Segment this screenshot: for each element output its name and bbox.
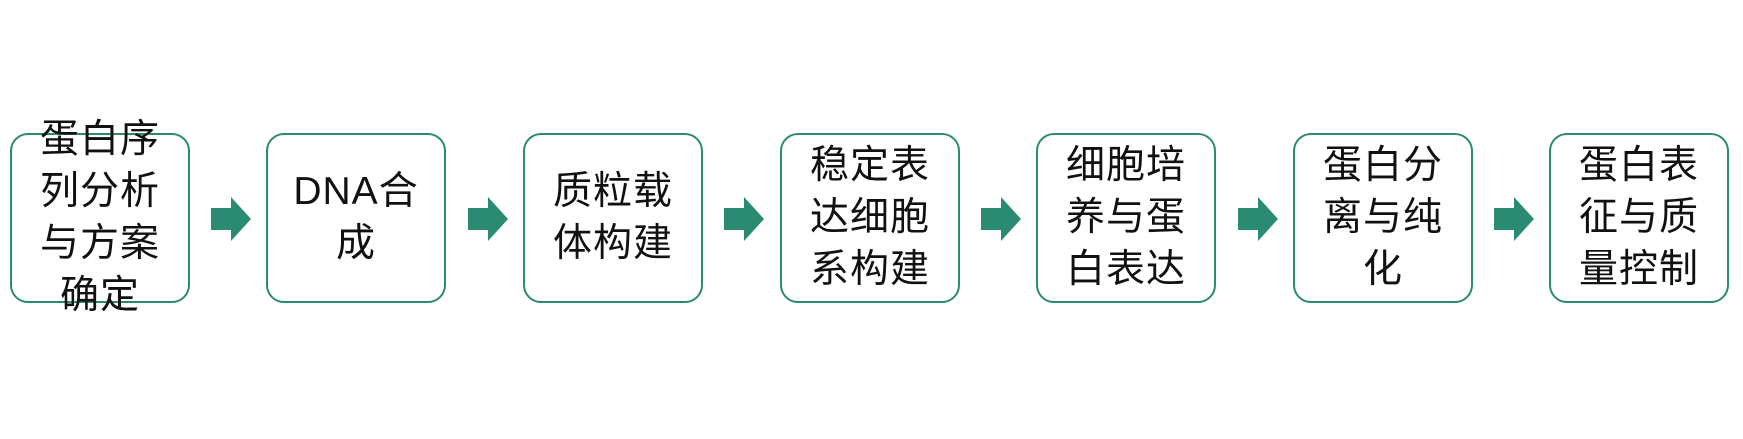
step-box-sequence-analysis: 蛋白序列分析与方案确定 <box>10 118 190 317</box>
arrow-right-icon <box>468 197 508 241</box>
step-box-cell-culture-expression: 细胞培养与蛋白表达 <box>1036 133 1216 303</box>
step-box-purification: 蛋白分离与纯化 <box>1293 133 1473 303</box>
step-box-plasmid-construction: 质粒载体构建 <box>523 133 703 303</box>
step-label: 蛋白表征与质量控制 <box>1578 144 1699 291</box>
step-box-dna-synthesis: DNA合成 <box>266 133 446 303</box>
arrow-right-icon <box>1494 197 1534 241</box>
step-label: 细胞培养与蛋白表达 <box>1065 144 1186 291</box>
arrow-right-icon <box>724 197 764 241</box>
step-label: 质粒载体构建 <box>552 170 673 265</box>
arrow-right-icon <box>1238 197 1278 241</box>
step-label: 蛋白序列分析与方案确定 <box>39 118 160 317</box>
arrow-right-icon <box>981 197 1021 241</box>
step-box-characterization-qc: 蛋白表征与质量控制 <box>1549 133 1729 303</box>
step-label: 稳定表达细胞系构建 <box>809 144 930 291</box>
arrow-right-icon <box>211 197 251 241</box>
step-label: 蛋白分离与纯化 <box>1322 144 1443 291</box>
step-label: DNA合成 <box>293 170 419 265</box>
step-box-stable-cell-line: 稳定表达细胞系构建 <box>780 133 960 303</box>
